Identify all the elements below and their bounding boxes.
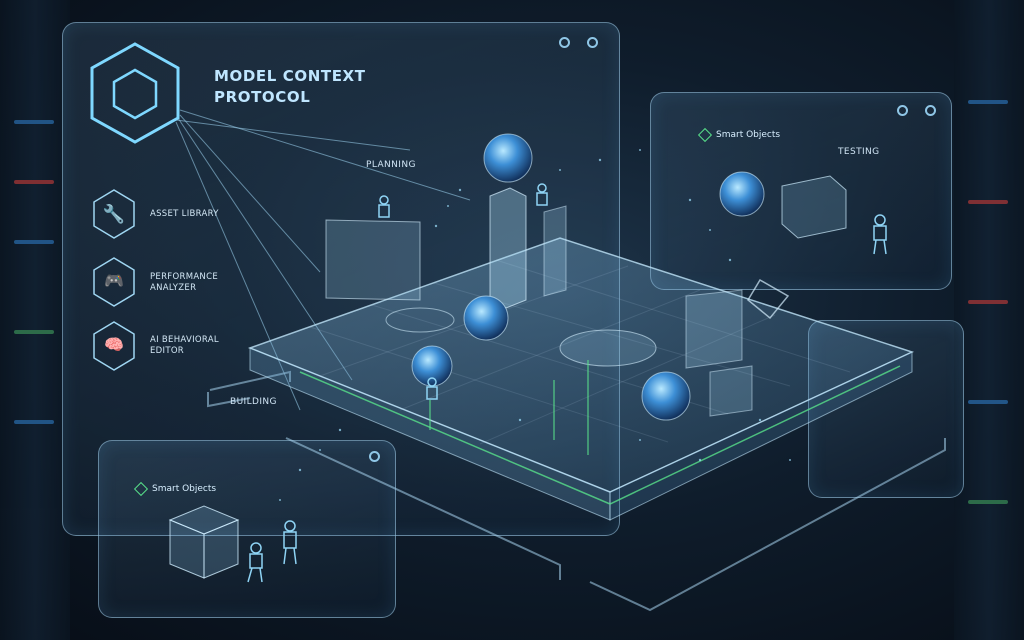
asset-library-icon-frame [93, 189, 135, 239]
robot-figures [247, 183, 887, 583]
smart-object-cube [168, 505, 240, 579]
asset-library-text: ASSET LIBRARY [150, 209, 219, 219]
smart-objects-top-text: Smart Objects [716, 130, 781, 140]
stage-planning-label: PLANNING [366, 160, 416, 170]
performance-line-1: PERFORMANCE [150, 272, 219, 282]
ai-editor-icon-frame [93, 321, 135, 371]
ai-editor-line-1: AI BEHAVIORAL [150, 335, 219, 345]
particle-trail [279, 149, 791, 501]
testing-panel-minimize-button[interactable] [897, 105, 908, 116]
smart-objects-panel-close-button[interactable] [369, 451, 380, 462]
title-line-2: PROTOCOL [214, 88, 311, 106]
smart-object-diamond-icon [133, 481, 149, 497]
connector-lines [175, 109, 471, 411]
brain-icon[interactable]: 🧠 [104, 335, 124, 354]
mcp-logo-icon [90, 42, 180, 144]
wrench-icon[interactable]: 🔧 [102, 204, 126, 225]
testing-panel-close-button[interactable] [925, 105, 936, 116]
server-rack-right [954, 0, 1024, 640]
server-rack-left [0, 0, 70, 640]
smart-objects-bottom-badge: Smart Objects [133, 481, 217, 497]
stage-building-label: BUILDING [230, 397, 277, 407]
smart-objects-panel [98, 440, 396, 618]
smart-objects-bottom-text: Smart Objects [152, 484, 217, 494]
smart-objects-top-badge: Smart Objects [697, 127, 781, 143]
smart-object-diamond-icon [697, 127, 713, 143]
tool-performance-analyzer-label[interactable]: PERFORMANCE ANALYZER [150, 272, 218, 294]
stage-testing-label: TESTING [838, 147, 880, 157]
gamepad-icon[interactable]: 🎮 [104, 271, 124, 290]
base-plate-outline [207, 370, 946, 612]
panel-minimize-button[interactable] [559, 37, 570, 48]
tool-ai-behavioral-editor-label[interactable]: AI BEHAVIORAL EDITOR [150, 335, 219, 357]
performance-icon-frame [93, 257, 135, 307]
panel-close-button[interactable] [587, 37, 598, 48]
page-title: MODEL CONTEXT PROTOCOL [214, 66, 384, 108]
data-spheres [411, 133, 765, 421]
tool-asset-library-label[interactable]: ASSET LIBRARY [150, 209, 219, 220]
testing-panel [650, 92, 952, 290]
ai-editor-line-2: EDITOR [150, 346, 185, 356]
title-line-1: MODEL CONTEXT [214, 67, 366, 85]
performance-line-2: ANALYZER [150, 283, 197, 293]
